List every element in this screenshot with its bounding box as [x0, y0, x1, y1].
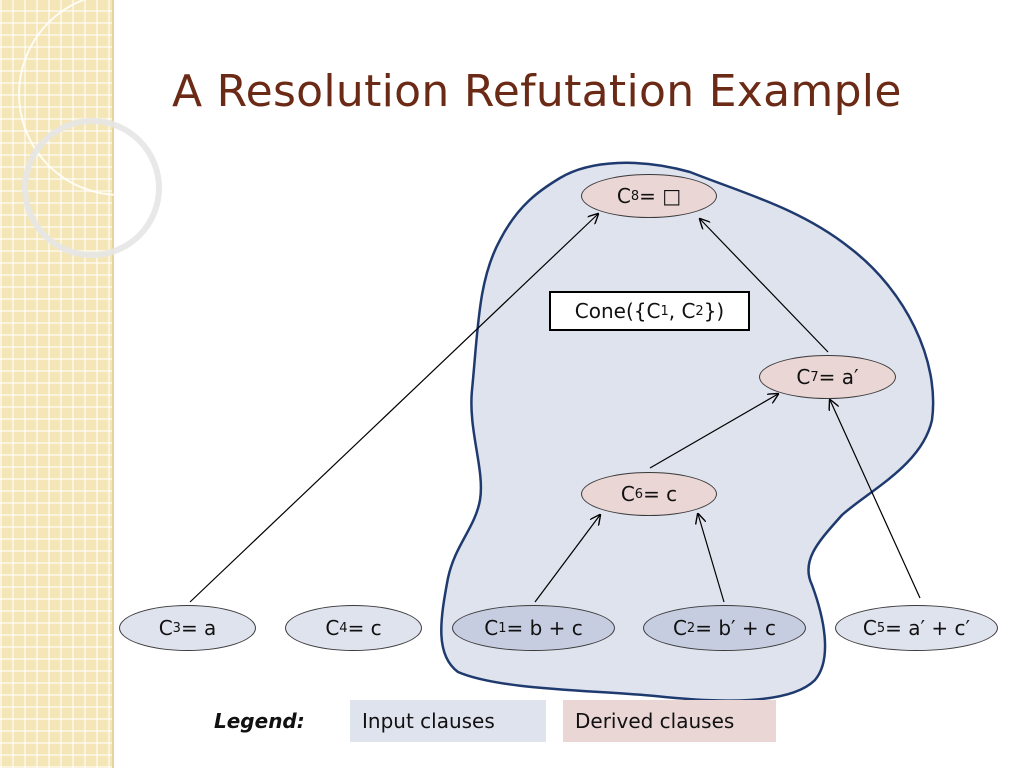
slide-title: A Resolution Refutation Example — [172, 66, 902, 117]
legend-input-clauses: Input clauses — [350, 700, 546, 742]
edge-c1-c6 — [534, 515, 600, 603]
edge-c2-c6 — [698, 514, 725, 603]
legend-title: Legend: — [214, 709, 305, 733]
edge-c5-c7 — [830, 400, 921, 599]
edge-c6-c7 — [649, 394, 778, 469]
edge-c3-c8 — [189, 214, 598, 603]
decorative-ring-icon — [22, 118, 162, 258]
edge-c7-c8 — [700, 219, 829, 353]
legend-derived-clauses: Derived clauses — [563, 700, 776, 742]
